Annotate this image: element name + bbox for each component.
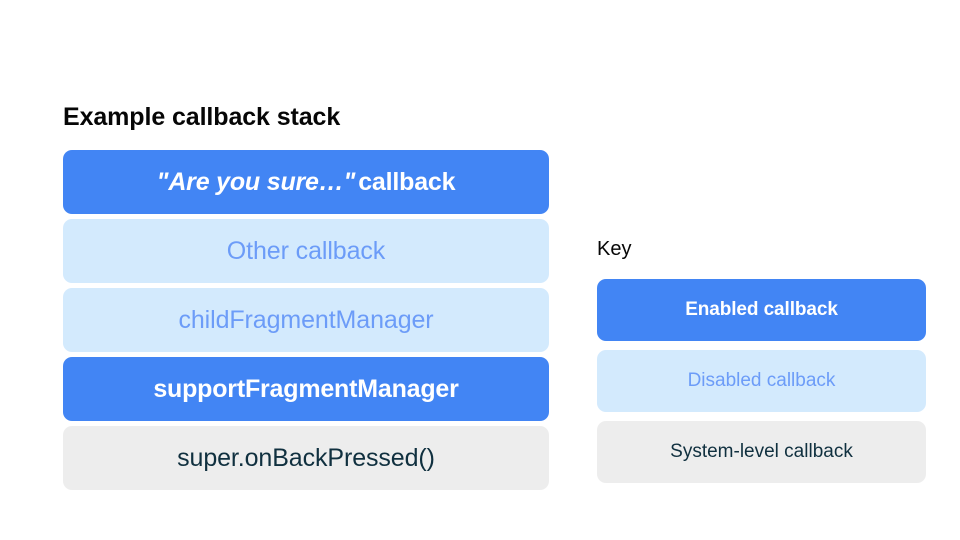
key-item-enabled-callback: Enabled callback bbox=[597, 279, 926, 341]
stack-row-label: Other callback bbox=[226, 236, 386, 265]
key-item-system-level-callback: System-level callback bbox=[597, 421, 926, 483]
key-legend-section: Key Enabled callback Disabled callback S… bbox=[597, 236, 926, 483]
key-item-label: Disabled callback bbox=[687, 370, 836, 391]
stack-row-are-you-sure-callback[interactable]: "Are you sure…"callback bbox=[63, 150, 549, 214]
stack-row-label: supportFragmentManager bbox=[153, 374, 459, 403]
stack-row-label: childFragmentManager bbox=[178, 305, 434, 334]
stack-row-quoted-label: "Are you sure…" bbox=[156, 167, 356, 196]
key-title: Key bbox=[597, 238, 632, 260]
stack-title: Example callback stack bbox=[63, 103, 341, 131]
stack-row-child-fragment-manager[interactable]: childFragmentManager bbox=[63, 288, 549, 352]
callback-stack-section: Example callback stack "Are you sure…"ca… bbox=[63, 101, 549, 490]
stack-row-suffix-label: callback bbox=[358, 167, 456, 196]
stack-row-other-callback[interactable]: Other callback bbox=[63, 219, 549, 283]
key-item-disabled-callback: Disabled callback bbox=[597, 350, 926, 412]
stack-row-label: super.onBackPressed() bbox=[177, 443, 435, 472]
key-item-label: System-level callback bbox=[670, 441, 853, 462]
stack-row-super-on-back-pressed[interactable]: super.onBackPressed() bbox=[63, 426, 549, 490]
key-item-label: Enabled callback bbox=[685, 299, 838, 320]
stack-row-support-fragment-manager[interactable]: supportFragmentManager bbox=[63, 357, 549, 421]
